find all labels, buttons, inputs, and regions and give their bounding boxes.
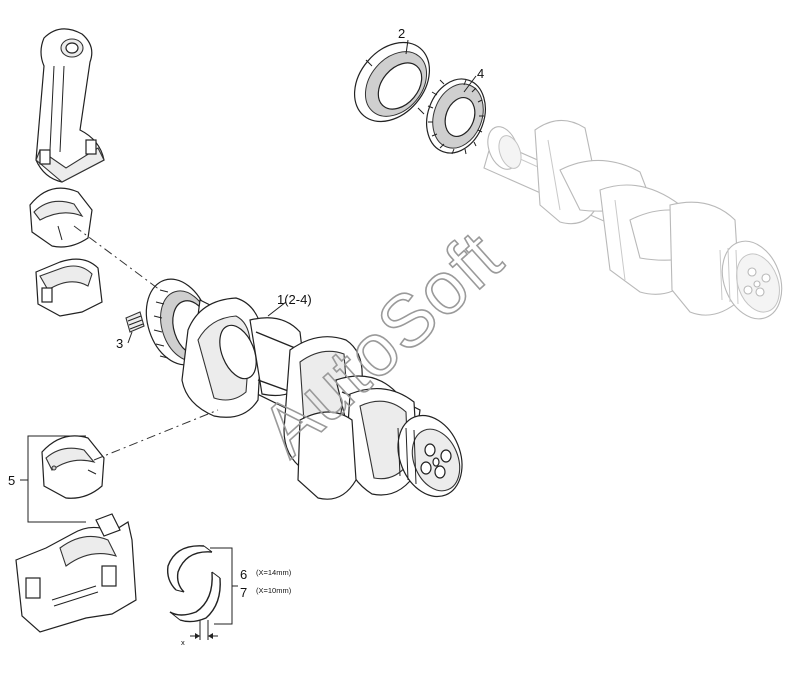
callout-5: 5	[8, 473, 15, 488]
crankshaft-illustration	[145, 278, 463, 500]
callout-7-note: (X=10mm)	[256, 586, 292, 595]
callout-7: 7	[240, 585, 247, 600]
callout-6: 6	[240, 567, 247, 582]
callout-3: 3	[116, 336, 123, 351]
grub-screw-illustration	[125, 311, 145, 333]
oil-seal-illustration	[353, 41, 431, 123]
main-bearing-cap-illustration	[15, 513, 137, 633]
callout-1: 1(2-4)	[277, 292, 312, 307]
callout-6-note: (X=14mm)	[256, 568, 292, 577]
thrust-washer-illustration	[166, 545, 221, 640]
lower-bearing-shell-illustration	[41, 435, 105, 499]
callout-2: 2	[398, 26, 405, 41]
dimension-x-label: x	[181, 638, 185, 647]
timing-gear-illustration	[426, 78, 486, 155]
upper-bearing-shell-illustration	[29, 187, 103, 317]
callout-4: 4	[477, 66, 484, 81]
ghost-crankshaft-illustration	[483, 119, 783, 320]
connecting-rod-illustration	[35, 28, 105, 183]
leader-lines	[20, 39, 477, 625]
